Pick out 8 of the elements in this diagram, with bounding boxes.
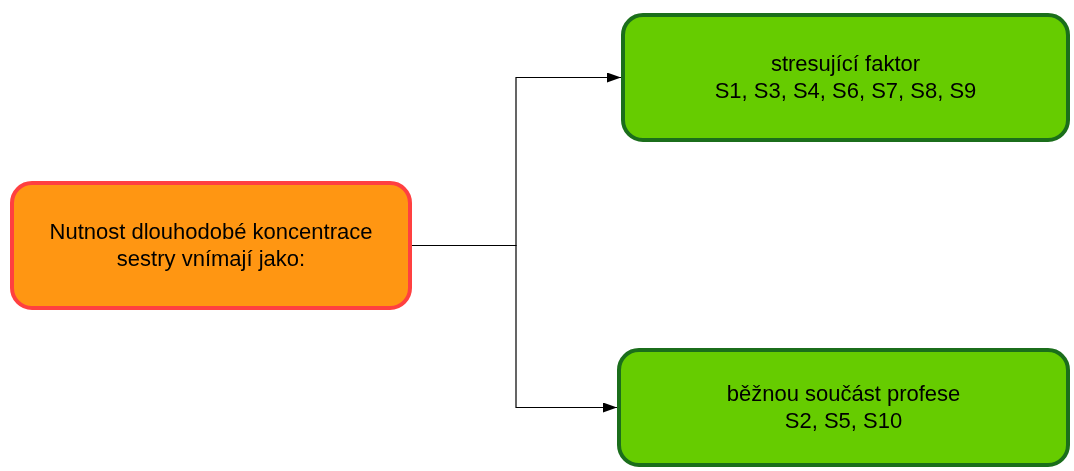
rounded-box bbox=[617, 348, 1070, 467]
rounded-box bbox=[621, 13, 1070, 142]
node-title: stresující faktor bbox=[770, 51, 921, 78]
node-title: Nutnost dlouhodobé koncentrace sestry vnímají jako: bbox=[48, 219, 374, 272]
node-title: běžnou součást profese bbox=[726, 381, 961, 408]
node-detail: S2, S5, S10 bbox=[784, 407, 903, 434]
node-detail: S1, S3, S4, S6, S7, S8, S9 bbox=[714, 77, 977, 104]
rounded-box bbox=[10, 181, 412, 310]
